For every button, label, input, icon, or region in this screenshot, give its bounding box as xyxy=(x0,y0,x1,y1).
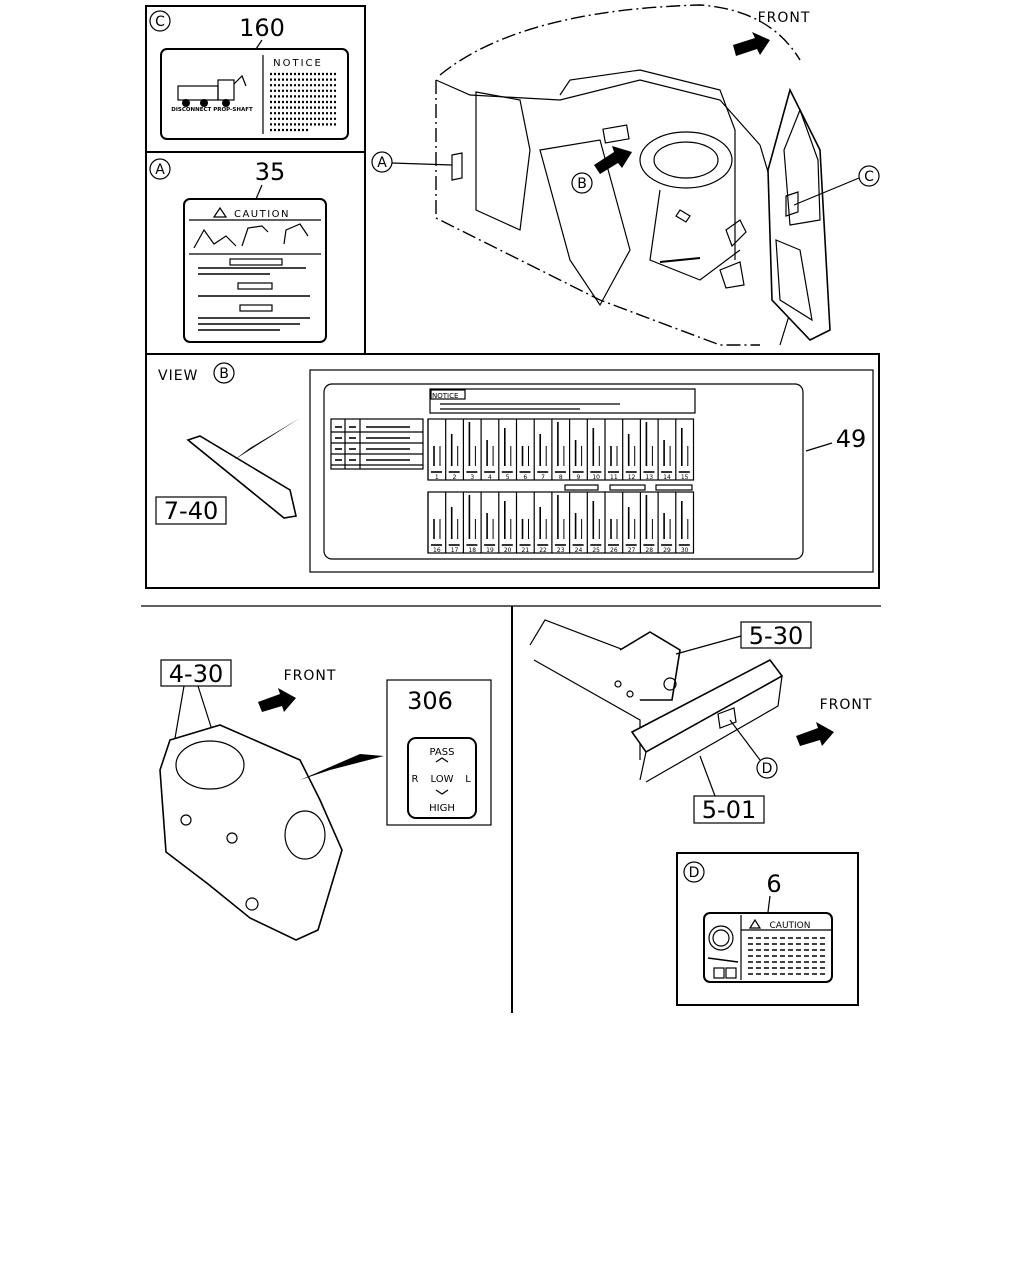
frame-assembly: 5-30 FRONT D 5-01 xyxy=(529,619,873,824)
callout-a: A xyxy=(377,155,387,171)
notice-heading-160: NOTICE xyxy=(273,58,323,69)
fuse-number: 15 xyxy=(681,474,689,481)
fuse-row-bottom: 16 17 18 19 20 21 22 23 24 25 26 27 28 29 30 xyxy=(427,491,695,554)
notice-caption: DISCONNECT PROP-SHAFT xyxy=(171,107,253,113)
part-number-160: 160 xyxy=(239,14,285,42)
switch-low-label: LOW xyxy=(431,774,454,785)
fuse-number: 19 xyxy=(486,547,494,554)
frame-front-arrow-icon xyxy=(796,722,834,746)
view-b-arrow-icon xyxy=(594,146,632,174)
view-c-badge: C xyxy=(155,14,165,30)
panel-7-40 xyxy=(186,435,297,519)
fuse-number: 23 xyxy=(557,547,565,554)
part-number-35: 35 xyxy=(255,158,286,186)
view-d-badge: D xyxy=(689,865,700,881)
fuse-number: 7 xyxy=(541,474,545,481)
switch-high-label: HIGH xyxy=(429,803,455,814)
fuse-number: 3 xyxy=(470,474,474,481)
cab-door xyxy=(767,87,831,341)
fuse-number: 22 xyxy=(539,547,547,554)
switch-left-label: L xyxy=(465,774,471,785)
caution-text-lines-6 xyxy=(707,937,826,975)
fuse-number: 21 xyxy=(522,547,530,554)
part-number-5-30: 5-30 xyxy=(749,622,803,650)
fuse-number: 26 xyxy=(610,547,618,554)
view-c-badge-circle xyxy=(149,10,171,32)
front-arrow-icon xyxy=(733,32,770,56)
fuse-number: 13 xyxy=(645,474,653,481)
fuse-number: 29 xyxy=(663,547,671,554)
caution-label-6: CAUTION xyxy=(703,912,833,983)
fuse-number: 25 xyxy=(592,547,600,554)
cab-interior-drawing: FRONT A B C xyxy=(371,4,880,346)
warning-triangle-icon xyxy=(212,206,228,218)
fuse-number: 10 xyxy=(592,474,600,481)
fuse-number: 9 xyxy=(577,474,581,481)
view-a-badge: A xyxy=(155,162,165,178)
callout-d: D xyxy=(762,761,773,777)
fuse-number: 8 xyxy=(559,474,563,481)
frame-front-label: FRONT xyxy=(820,697,873,713)
fuse-number: 18 xyxy=(468,547,476,554)
fuse-number: 17 xyxy=(451,547,459,554)
fuse-number: 4 xyxy=(488,474,492,481)
fuse-number: 16 xyxy=(433,547,441,554)
part-number-49: 49 xyxy=(836,425,867,453)
fuse-number: 2 xyxy=(453,474,457,481)
jack-pictogram xyxy=(193,228,237,249)
view-b-title: VIEW xyxy=(158,368,198,384)
view-d-panel: D 6 CAUTION xyxy=(676,852,859,1006)
switch-body xyxy=(159,724,343,941)
fuse-notice-heading: NOTICE xyxy=(432,392,458,400)
view-b-badge: B xyxy=(219,366,229,382)
fuse-number: 24 xyxy=(575,547,583,554)
fuse-number: 27 xyxy=(628,547,636,554)
part-number-6: 6 xyxy=(766,870,781,898)
caution-heading-6: CAUTION xyxy=(770,921,811,931)
fuse-number: 20 xyxy=(504,547,512,554)
switch-right-label: R xyxy=(412,774,419,785)
caution-heading-35: CAUTION xyxy=(234,209,290,220)
part-number-306: 306 xyxy=(407,687,453,715)
fuse-number: 5 xyxy=(506,474,510,481)
fuse-number: 1 xyxy=(435,474,439,481)
callout-c: C xyxy=(864,169,874,185)
part-number-7-40: 7-40 xyxy=(164,497,218,525)
cab-front-label: FRONT xyxy=(758,10,811,26)
fuse-number: 12 xyxy=(628,474,636,481)
steering-wheel xyxy=(639,131,733,189)
view-a-panel: A 35 CAUTION xyxy=(145,151,366,355)
caution-label-35: CAUTION xyxy=(183,198,327,343)
fuse-number: 14 xyxy=(663,474,671,481)
view-c-panel: C 160 NOTICE DISCONNECT PROP-SHAFT xyxy=(145,5,366,153)
fuse-legend xyxy=(331,419,423,469)
notice-label-160: NOTICE DISCONNECT PROP-SHAFT xyxy=(160,48,349,140)
callout-b: B xyxy=(577,176,587,192)
fuse-number: 28 xyxy=(645,547,653,554)
part-number-5-01: 5-01 xyxy=(702,796,756,824)
fuse-number: 11 xyxy=(610,474,618,481)
switch-assembly: 4-30 FRONT 306 PASS R LOW L HIGH xyxy=(159,659,492,941)
fuse-number: 6 xyxy=(523,474,527,481)
dial-icon xyxy=(708,925,734,951)
switch-pass-label: PASS xyxy=(430,747,455,758)
notice-text-lines xyxy=(270,72,336,132)
part-number-4-30: 4-30 xyxy=(169,660,223,688)
caution-text-lines xyxy=(198,258,310,331)
bracket-5-30 xyxy=(619,631,681,701)
truck-pictogram xyxy=(177,74,247,107)
fuse-number: 30 xyxy=(681,547,689,554)
switch-label-306: PASS R LOW L HIGH xyxy=(407,737,477,819)
switch-front-arrow-icon xyxy=(258,688,296,712)
switch-front-label: FRONT xyxy=(284,668,337,684)
